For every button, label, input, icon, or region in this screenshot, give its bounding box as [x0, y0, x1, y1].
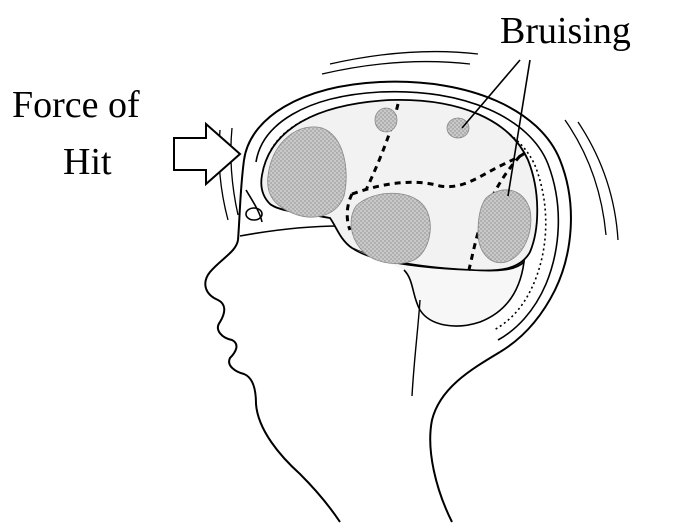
bruising-label: Bruising [500, 10, 631, 52]
force-of-hit-label-line2: Hit [63, 141, 112, 183]
small-bruise-top [375, 108, 397, 132]
brainstem-line [412, 300, 420, 396]
force-of-hit-label-line1: Force of [12, 84, 140, 126]
small-bruise-right [447, 118, 469, 138]
impact-arrow-icon [174, 124, 240, 184]
